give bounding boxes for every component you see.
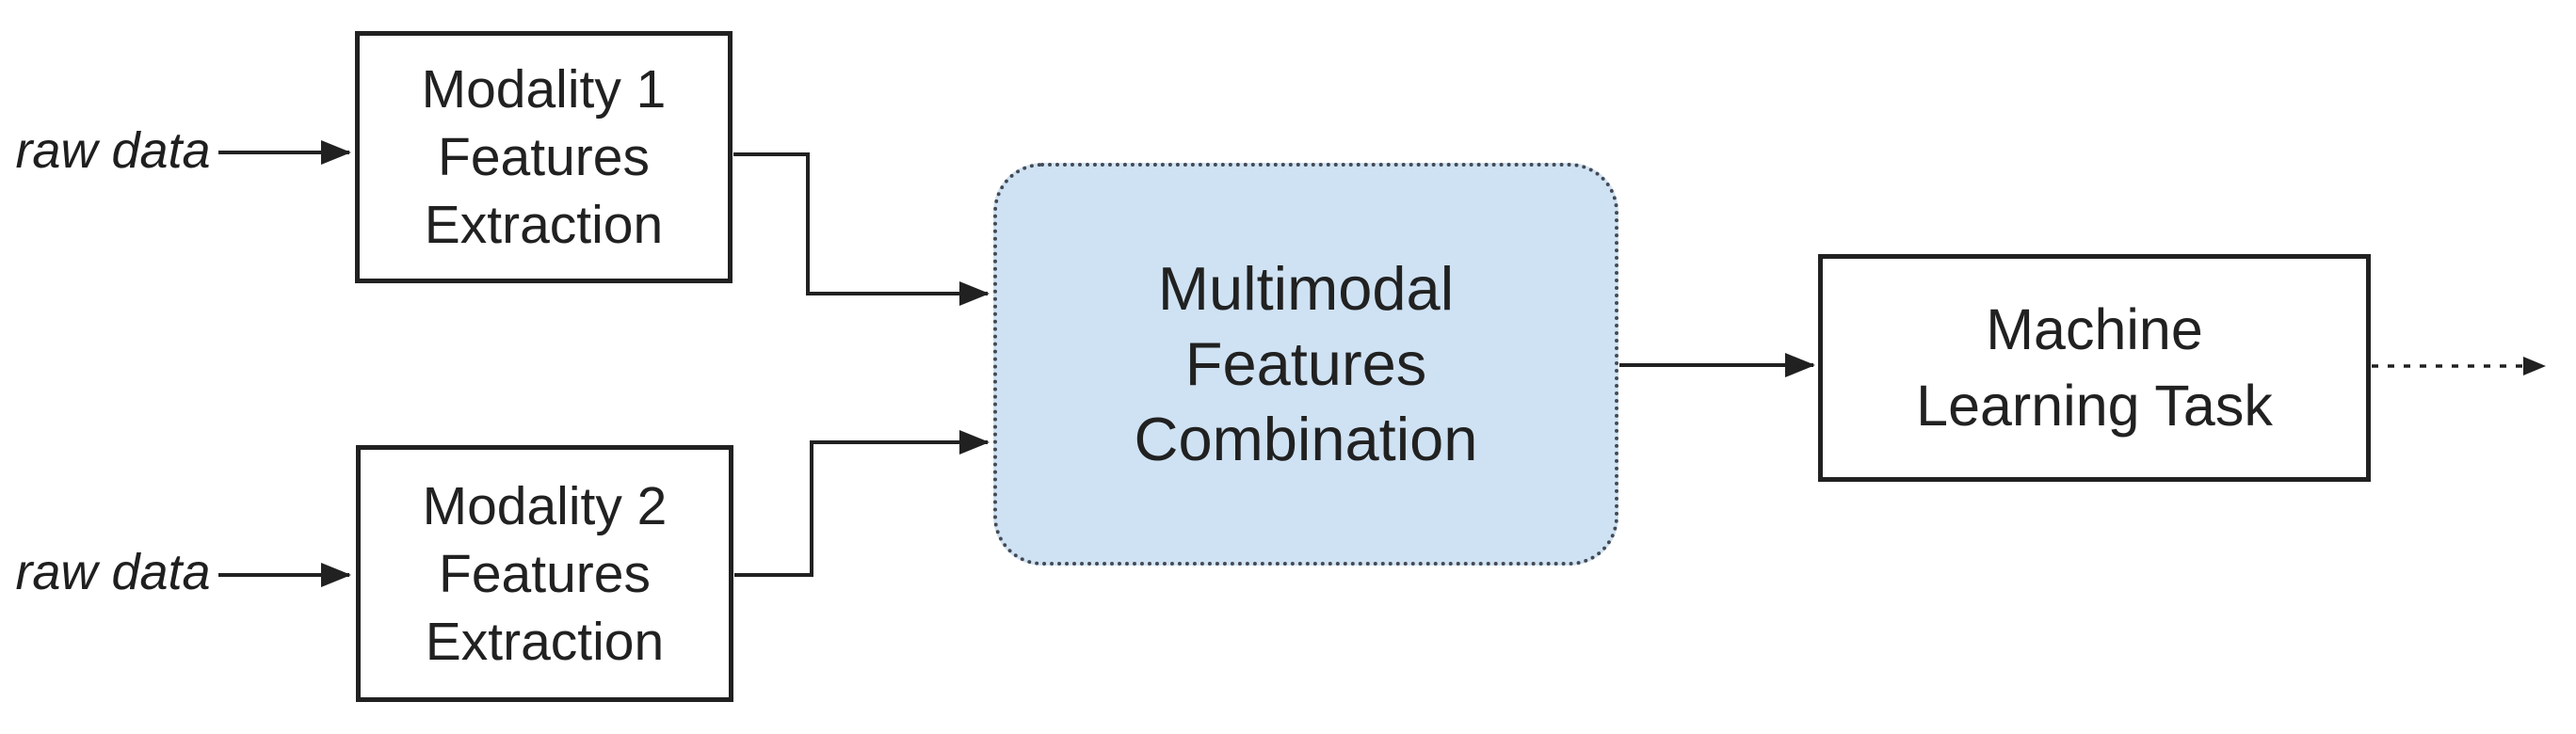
- node-label-line: Combination: [1134, 405, 1478, 473]
- node-label-line: Extraction: [425, 611, 665, 672]
- node-modality1-features-extraction: Modality 1 Features Extraction: [355, 31, 733, 283]
- node-machine-learning-task: Machine Learning Task: [1818, 254, 2371, 482]
- node-label-line: Learning Task: [1916, 374, 2273, 438]
- raw-data-label-bottom: raw data: [15, 544, 211, 600]
- connector-modality2-to-combination: [734, 430, 990, 577]
- node-label-line: Modality 1: [421, 59, 667, 120]
- node-label-line: Features: [439, 543, 651, 604]
- node-modality2-features-extraction: Modality 2 Features Extraction: [356, 445, 733, 702]
- node-label-line: Features: [438, 127, 650, 187]
- node-label-line: Extraction: [424, 195, 664, 255]
- node-multimodal-features-combination: Multimodal Features Combination: [993, 163, 1618, 566]
- node-label-line: Modality 2: [422, 475, 668, 536]
- connector-modality1-to-combination: [733, 152, 990, 306]
- raw-data-label-top: raw data: [15, 122, 211, 179]
- node-label-line: Features: [1184, 329, 1427, 398]
- node-label-line: Multimodal: [1157, 254, 1455, 323]
- node-label-line: Machine: [1986, 297, 2203, 361]
